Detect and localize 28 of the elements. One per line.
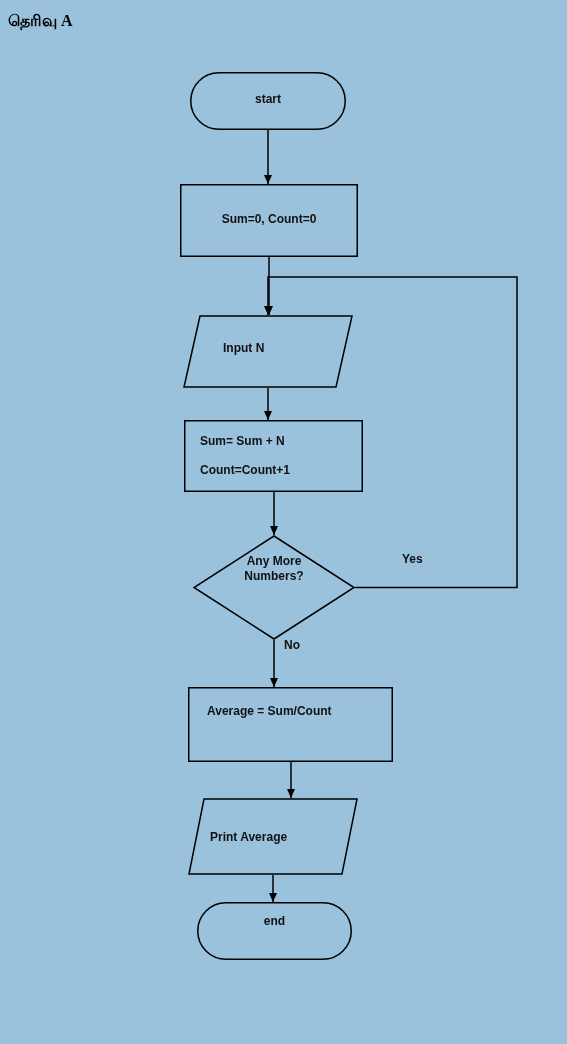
node-label: Average = Sum/Count bbox=[207, 704, 333, 719]
process-box bbox=[188, 687, 393, 762]
arrow bbox=[287, 761, 295, 799]
arrow bbox=[264, 276, 518, 589]
terminal-label: end bbox=[262, 914, 287, 929]
heading: தெரிவு A bbox=[8, 12, 73, 32]
arrow bbox=[264, 387, 272, 421]
process-box bbox=[184, 420, 363, 492]
terminal-shape bbox=[190, 72, 346, 130]
node-label: Sum=0, Count=0 bbox=[220, 212, 318, 227]
node-label: Any More Numbers? bbox=[243, 554, 305, 584]
decision-diamond bbox=[193, 535, 355, 640]
arrow bbox=[264, 129, 272, 185]
edge-label: Yes bbox=[400, 552, 425, 566]
process-box bbox=[180, 184, 358, 257]
node-label: Count=Count+1 bbox=[200, 463, 291, 478]
node-label: Print Average bbox=[210, 830, 289, 845]
terminal-shape bbox=[197, 902, 352, 960]
node-label: Input N bbox=[223, 341, 266, 356]
arrow bbox=[265, 256, 273, 316]
input-output-parallelogram bbox=[188, 798, 358, 875]
node-label: Sum= Sum + N bbox=[200, 434, 286, 449]
input-output-parallelogram bbox=[183, 315, 353, 388]
arrow bbox=[269, 874, 277, 903]
arrow bbox=[270, 639, 278, 688]
terminal-label: start bbox=[254, 92, 282, 107]
edge-label: No bbox=[282, 638, 302, 652]
arrow bbox=[270, 491, 278, 536]
